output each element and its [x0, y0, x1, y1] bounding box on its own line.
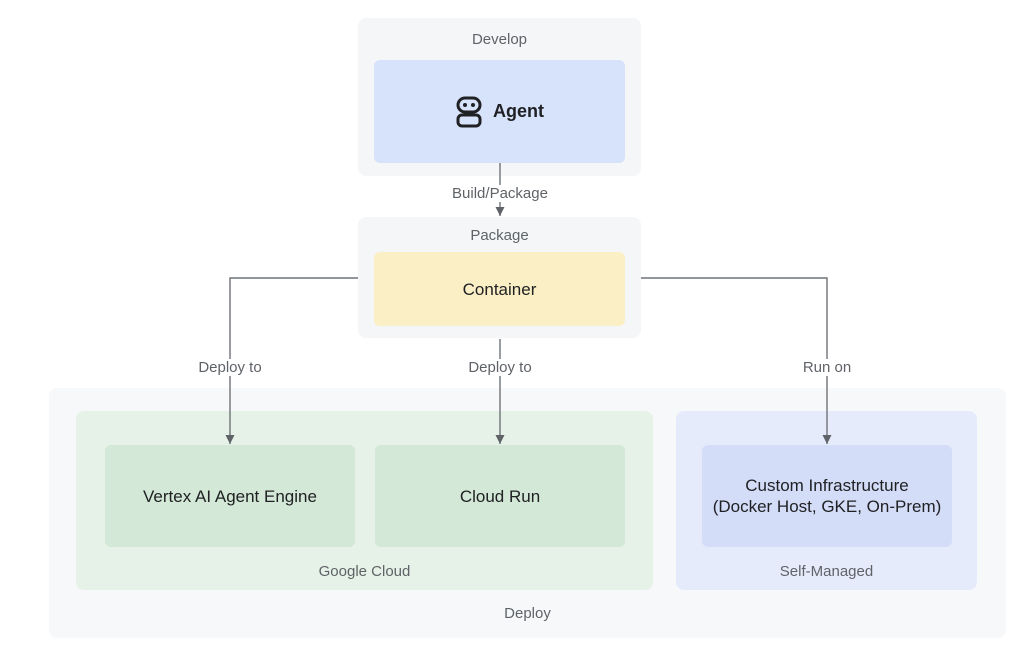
cloud-run-node: Cloud Run	[375, 445, 625, 547]
vertex-ai-agent-engine-label: Vertex AI Agent Engine	[143, 486, 317, 506]
cloud-run-label: Cloud Run	[459, 486, 541, 506]
container-label: Container	[462, 279, 537, 299]
custom-infrastructure-node: Custom Infrastructure (Docker Host, GKE,…	[702, 445, 952, 547]
google-cloud-label: Google Cloud	[318, 563, 411, 580]
deploy-vertex-arrow	[225, 277, 358, 444]
robot-icon	[455, 96, 483, 128]
custom-infrastructure-detail: (Docker Host, GKE, On-Prem)	[712, 497, 942, 516]
run-on-arrow	[641, 277, 832, 444]
develop-group-label: Develop	[471, 31, 528, 48]
package-group-label: Package	[470, 227, 529, 244]
deploy-group-label: Deploy	[504, 605, 551, 622]
build-package-label: Build/Package	[440, 185, 560, 202]
agent-label: Agent	[493, 101, 544, 121]
run-on-label: Run on	[787, 359, 867, 376]
deploy-to-cloudrun-label: Deploy to	[455, 359, 545, 376]
self-managed-label: Self-Managed	[779, 563, 874, 580]
agent-node: Agent	[374, 60, 625, 163]
container-node: Container	[374, 252, 625, 326]
deploy-to-vertex-label: Deploy to	[185, 359, 275, 376]
vertex-ai-agent-engine-node: Vertex AI Agent Engine	[105, 445, 355, 547]
custom-infrastructure-label: Custom Infrastructure	[745, 476, 909, 495]
